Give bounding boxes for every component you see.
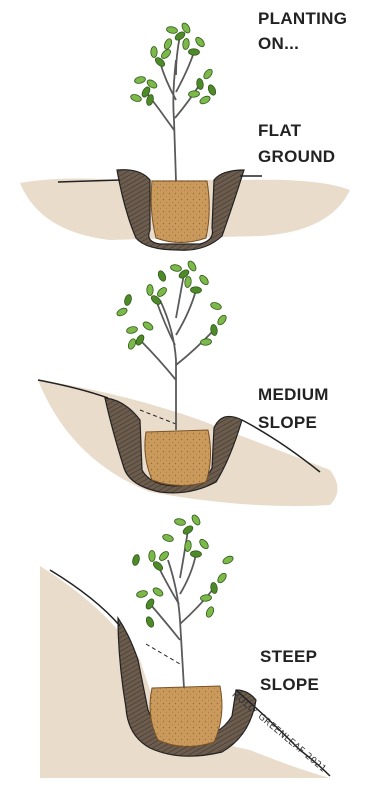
leaf	[170, 264, 182, 272]
leaf	[127, 338, 137, 351]
leaf	[123, 294, 132, 306]
seedling	[150, 530, 214, 688]
leaf	[162, 533, 174, 543]
leaf	[160, 48, 172, 60]
leaf	[216, 314, 228, 327]
leaf	[182, 38, 190, 50]
leaf	[130, 93, 142, 103]
leaf	[131, 554, 140, 566]
medium-slope-label-line-2: SLOPE	[258, 412, 317, 434]
leaf	[194, 36, 206, 49]
steep-slope-label-line-2: SLOPE	[260, 674, 319, 696]
leaf	[202, 68, 214, 81]
leaf	[142, 320, 155, 331]
leaf	[156, 286, 168, 298]
leaf	[200, 594, 212, 601]
leaf	[198, 538, 210, 551]
leaf	[188, 49, 199, 56]
leaf	[207, 84, 217, 97]
leaf	[222, 555, 235, 566]
steep-slope-label-line-1: STEEP	[260, 646, 317, 668]
leaf	[190, 551, 201, 558]
leaf	[136, 590, 148, 599]
leaf	[166, 26, 178, 34]
leaf	[184, 276, 192, 288]
flat-ground-label-line-1: FLAT	[258, 120, 301, 142]
leaf	[190, 514, 201, 527]
leaf	[190, 287, 201, 294]
leaf	[210, 301, 222, 311]
leaf	[174, 518, 186, 526]
leaf	[182, 524, 195, 536]
leaf	[126, 326, 138, 335]
leaf	[152, 586, 165, 597]
leaf	[199, 95, 212, 106]
title-line-2: ON...	[258, 33, 299, 55]
leaf	[198, 274, 210, 287]
medium-slope-label-line-1: MEDIUM	[258, 384, 329, 406]
leaf	[145, 616, 155, 629]
leaf	[151, 46, 158, 57]
leaf	[152, 560, 164, 572]
leaf	[134, 76, 146, 85]
leaf	[216, 572, 228, 585]
title-line-1: PLANTING	[258, 8, 347, 30]
leaf	[188, 90, 200, 97]
leaf	[147, 284, 154, 295]
leaf	[205, 606, 215, 619]
leaf	[200, 338, 212, 345]
leaf	[116, 307, 129, 318]
panel-medium-slope	[38, 260, 338, 506]
leaf	[149, 550, 156, 561]
leaf	[157, 270, 167, 283]
leaves	[131, 514, 234, 629]
dashed-level-line	[146, 644, 180, 664]
flat-ground-label-line-2: GROUND	[258, 146, 335, 168]
leaf	[163, 38, 173, 51]
